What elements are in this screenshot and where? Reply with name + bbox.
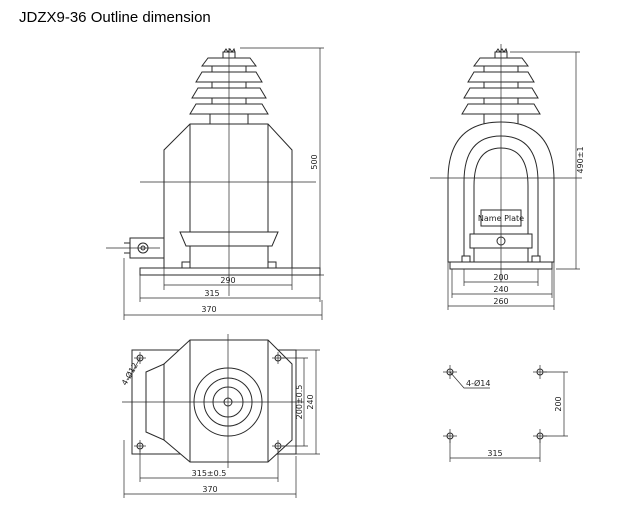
mount-view: 4-Ø14 200 315 xyxy=(443,365,568,462)
mount-hole-label: 4-Ø14 xyxy=(466,378,490,388)
front-width-outer-dim: 370 xyxy=(201,305,216,314)
front-width-mid-dim: 315 xyxy=(204,289,219,298)
top-height-inner-dim: 200±0.5 xyxy=(295,385,304,420)
side-width-outer-dim: 260 xyxy=(493,297,508,306)
front-height-dim: 500 xyxy=(310,154,319,169)
mount-height-dim: 200 xyxy=(554,396,563,411)
mount-width-dim: 315 xyxy=(487,449,502,458)
side-height-dim: 490±1 xyxy=(576,146,585,173)
side-width-inner-dim: 200 xyxy=(493,273,508,282)
top-width-outer-dim: 370 xyxy=(202,485,217,494)
side-view: Name Plate 490±1 200 240 260 xyxy=(430,44,585,310)
top-height-outer-dim: 240 xyxy=(306,394,315,409)
side-width-mid-dim: 240 xyxy=(493,285,508,294)
page-title: JDZX9-36 Outline dimension xyxy=(19,9,211,26)
top-view: 4-Ø12 200±0.5 240 315±0.5 370 xyxy=(119,334,320,498)
front-width-inner-dim: 290 xyxy=(220,276,235,285)
front-view: 500 290 315 370 xyxy=(106,47,324,320)
top-width-inner-dim: 315±0.5 xyxy=(192,469,227,478)
